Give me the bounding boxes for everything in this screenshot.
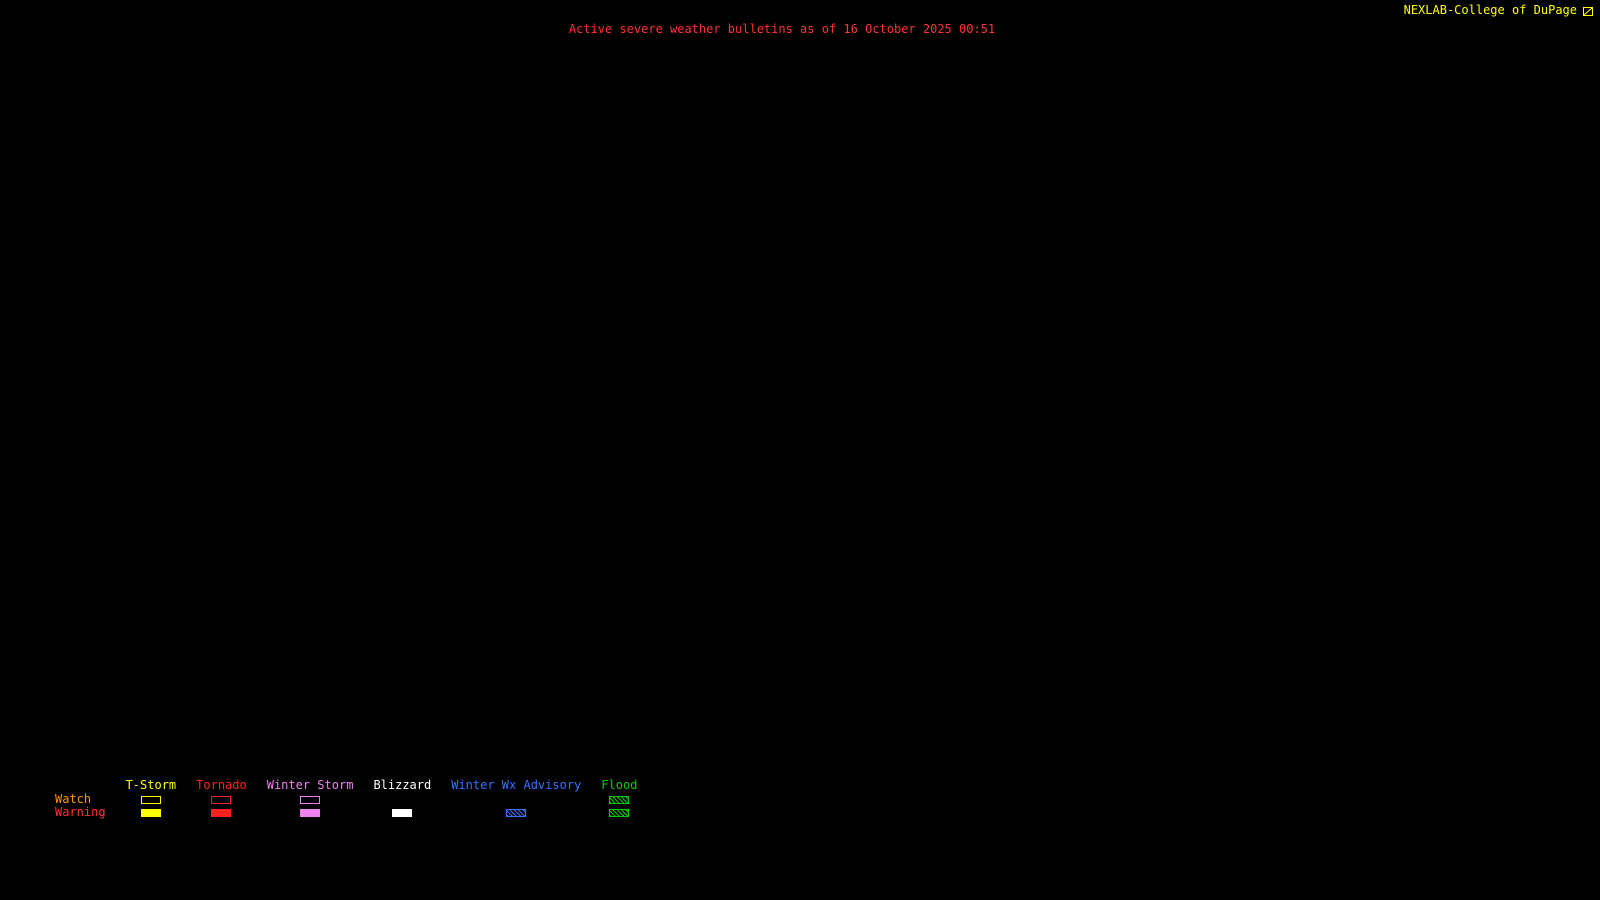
legend-row-labels: Watch Warning xyxy=(55,778,106,819)
winter-wx-advisory-swatch xyxy=(506,808,527,817)
legend-category-label: Tornado xyxy=(196,778,247,792)
legend-category-label: Winter Storm xyxy=(266,778,354,792)
legend-category-label: T-Storm xyxy=(125,778,177,792)
legend-category-label: Flood xyxy=(601,778,638,792)
logo-icon xyxy=(1582,5,1594,17)
bulletin-title: Active severe weather bulletins as of 16… xyxy=(568,22,996,36)
tstorm-warning-swatch xyxy=(140,808,161,817)
winter-storm-warning-swatch xyxy=(300,808,321,817)
warning-row-label: Warning xyxy=(55,805,106,819)
attribution-text: NEXLAB-College of DuPage xyxy=(1403,3,1577,17)
legend-category-flood: Flood xyxy=(601,778,637,819)
winter-storm-watch-swatch xyxy=(300,795,321,804)
legend-category-label: Blizzard xyxy=(373,778,432,792)
legend-category-winter-wx-advisory: Winter Wx Advisory xyxy=(451,778,581,819)
legend-category-tstorm: T-Storm xyxy=(125,778,177,819)
blizzard-warning-swatch xyxy=(392,808,413,817)
legend: Watch Warning T-Storm Tornado Winter Sto… xyxy=(55,778,637,819)
attribution: NEXLAB-College of DuPage xyxy=(1404,4,1594,17)
legend-category-tornado: Tornado xyxy=(196,778,247,819)
tstorm-watch-swatch xyxy=(140,795,161,804)
tornado-warning-swatch xyxy=(211,808,232,817)
flood-warning-swatch xyxy=(609,808,630,817)
tornado-watch-swatch xyxy=(211,795,232,804)
watch-row-label: Watch xyxy=(55,792,92,806)
legend-category-winter-storm: Winter Storm xyxy=(266,778,354,819)
legend-category-blizzard: Blizzard xyxy=(373,778,431,819)
flood-watch-swatch xyxy=(609,795,630,804)
legend-category-label: Winter Wx Advisory xyxy=(451,778,582,792)
